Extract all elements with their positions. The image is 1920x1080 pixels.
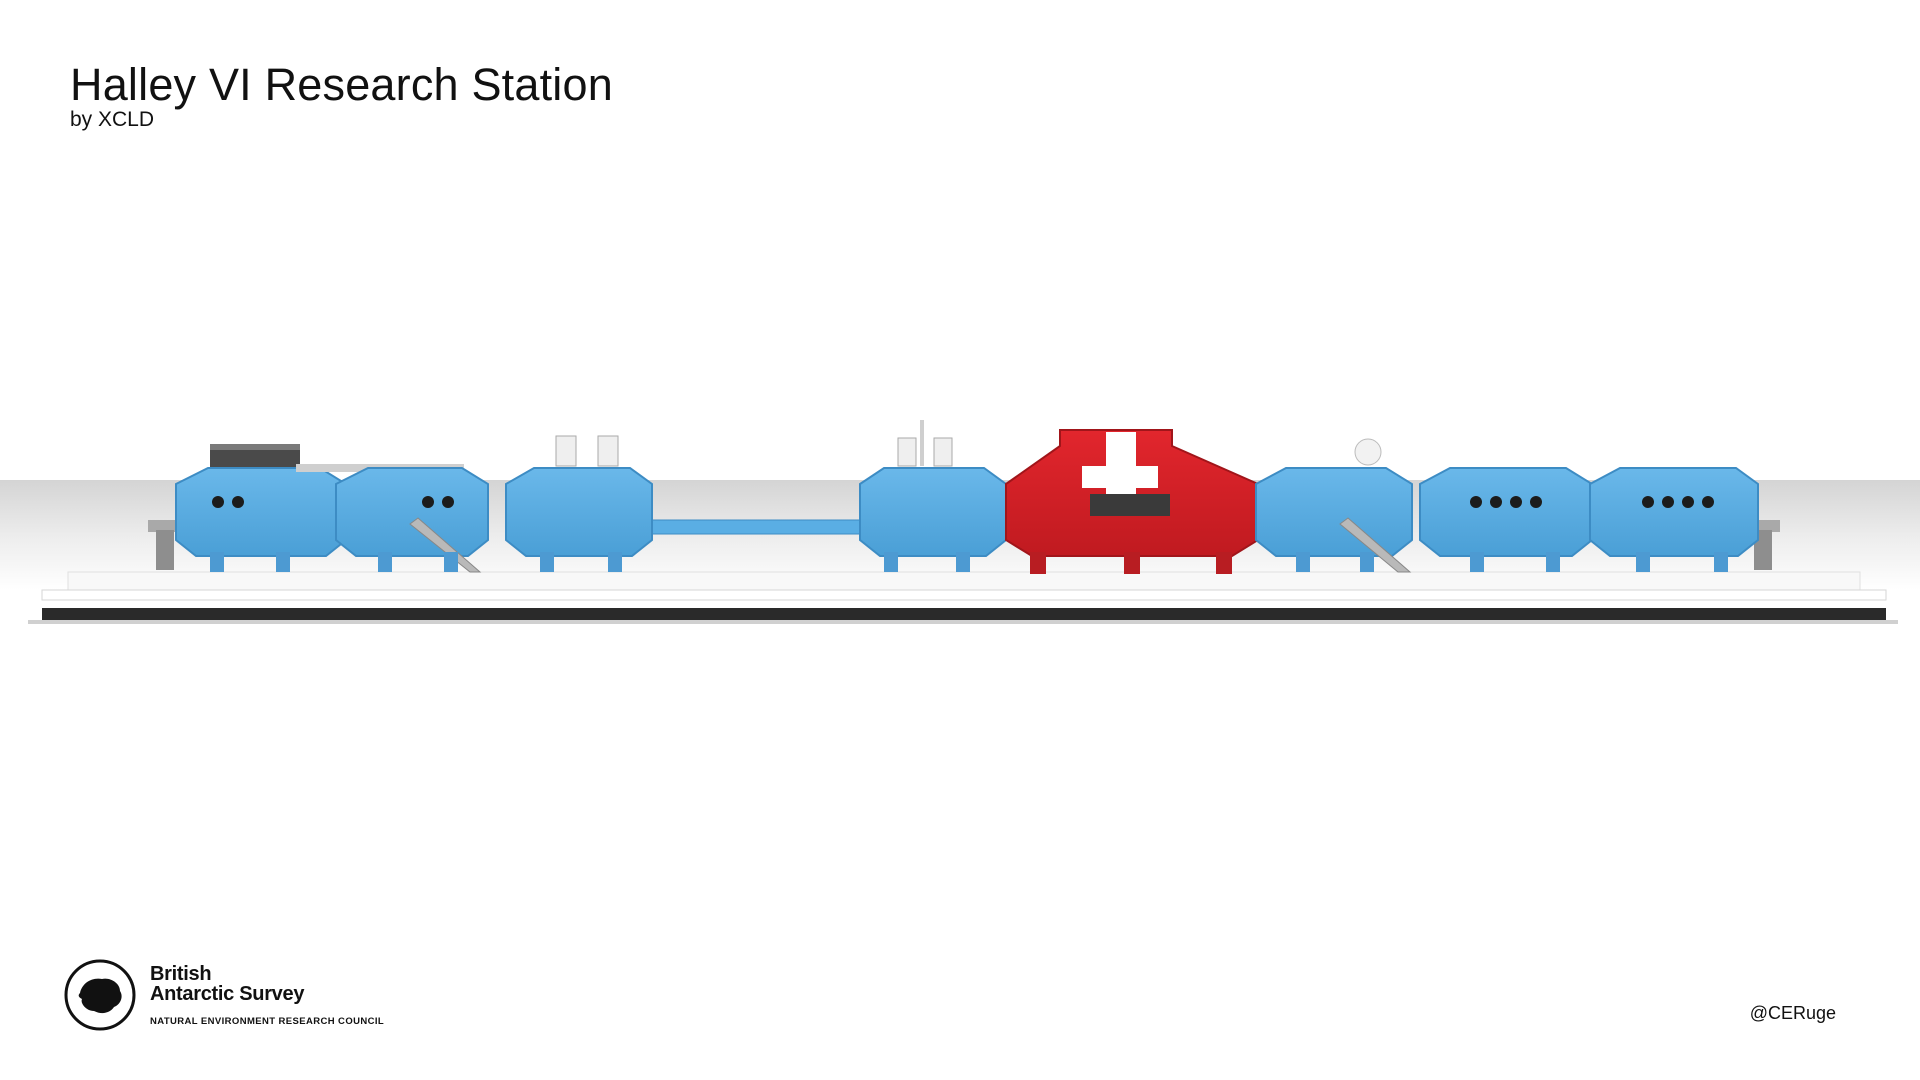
- module-8: [1589, 467, 1759, 572]
- logo-line-british: British: [150, 962, 212, 985]
- title-block: Halley VI Research Station by XCLD: [70, 62, 613, 130]
- module-1: [175, 444, 347, 572]
- page-subtitle: by XCLD: [70, 108, 155, 131]
- logo-text: British Antarctic Survey NATURAL ENVIRON…: [150, 964, 384, 1027]
- bas-logo: British Antarctic Survey NATURAL ENVIRON…: [62, 957, 384, 1033]
- logo-line-antarctic-survey: Antarctic Survey: [150, 982, 305, 1005]
- module-4: [859, 420, 1007, 572]
- page-title: Halley VI Research Station: [70, 59, 613, 110]
- left-platform-leg: [156, 530, 174, 570]
- base-black-plate: [42, 608, 1886, 622]
- bridge: [649, 519, 866, 535]
- left-platform: [148, 520, 178, 532]
- module-2: [296, 464, 489, 573]
- logo-line-nerc: NATURAL ENVIRONMENT RESEARCH COUNCIL: [150, 1015, 385, 1027]
- base-shadow: [28, 620, 1898, 624]
- central-red-module: [1005, 429, 1259, 574]
- module-6: [1255, 438, 1413, 573]
- antarctica-globe-icon: [64, 959, 136, 1031]
- base-top-line: [41, 589, 1887, 601]
- snow-base: [67, 571, 1861, 593]
- module-7: [1419, 467, 1593, 572]
- credit-handle: @CERuge: [1749, 1003, 1836, 1023]
- module-3: [505, 435, 653, 572]
